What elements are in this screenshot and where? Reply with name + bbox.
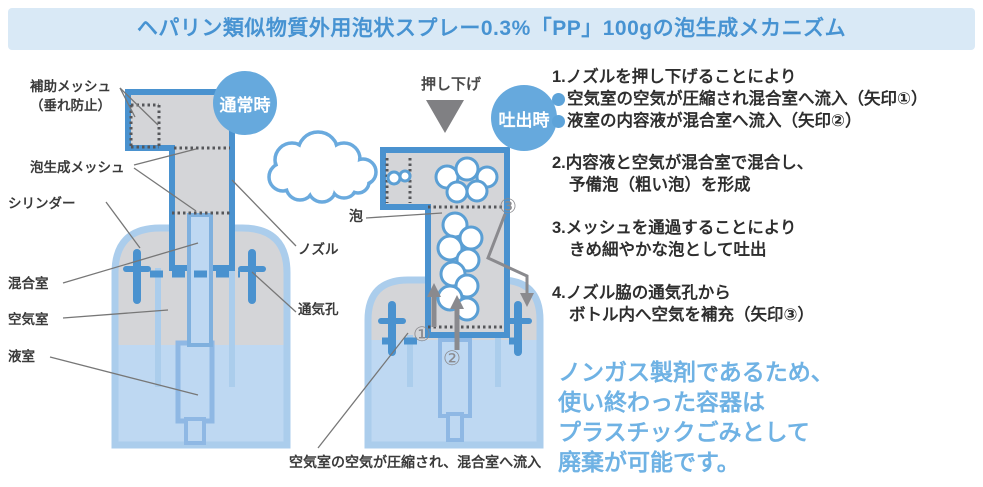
bullet-dot-icon [552, 92, 565, 106]
step-3-cont: きめ細やかな泡として吐出 [569, 241, 767, 259]
page-title: ヘパリン類似物質外用泡状スプレー0.3%「PP」100gの泡生成メカニズム [8, 8, 975, 50]
step-2-title: 2.内容液と空気が混合室で混合し、 [552, 154, 814, 172]
non-gas-note: ノンガス製剤であるため、 使い終わった容器は プラスチックごみとして 廃棄が可能… [558, 359, 834, 475]
step-1-bullet-2: 液室の内容液が混合室へ流入（矢印②） [552, 110, 977, 132]
bottom-caption: 空気室の空気が圧縮され、混合室へ流入 [289, 454, 542, 470]
circled-number-1: ① [413, 322, 431, 346]
foam-mesh [172, 146, 232, 215]
circled-number-3: ③ [499, 194, 517, 218]
foam-bubbles [386, 156, 499, 322]
label-liquid-chamber: 液室 [8, 349, 35, 364]
label-nozzle: ノズル [298, 242, 339, 257]
step-1: 1.ノズルを押し下げることにより 空気室の空気が圧縮され混合室へ流入（矢印①） … [552, 66, 977, 132]
step-4-title: 4.ノズル脇の通気孔から [552, 284, 731, 302]
badge-normal-state: 通常時 [213, 71, 277, 135]
label-mixing-chamber: 混合室 [8, 276, 49, 291]
step-2: 2.内容液と空気が混合室で混合し、 予備泡（粗い泡）を形成 [552, 152, 977, 196]
label-air-chamber: 空気室 [8, 312, 49, 327]
foam-cloud-icon [267, 130, 378, 204]
dip-tube [175, 340, 215, 424]
badge-dispensing-state: 吐出時 [491, 85, 557, 151]
bottle-normal-state [111, 224, 291, 449]
label-foam: 泡 [349, 208, 363, 224]
auxiliary-mesh [129, 103, 161, 149]
label-cylinder: シリンダー [8, 196, 76, 211]
step-3: 3.メッシュを通過することにより きめ細やかな泡として吐出 [552, 217, 977, 261]
bullet-dot-icon [552, 114, 565, 128]
circled-number-2: ② [443, 346, 461, 370]
step-2-cont: 予備泡（粗い泡）を形成 [569, 176, 751, 194]
label-auxiliary-mesh: 補助メッシュ （垂れ防止） [30, 79, 111, 113]
mechanism-diagram [49, 87, 544, 449]
label-foam-mesh: 泡生成メッシュ [30, 160, 125, 175]
press-down-triangle-icon [426, 100, 464, 133]
nozzle-dispensing-state [380, 147, 510, 338]
step-4-cont: ボトル内へ空気を補充（矢印③） [569, 306, 814, 324]
label-vent-hole: 通気孔 [298, 302, 339, 317]
flow-arrow-1 [427, 283, 441, 327]
step-1-title: 1.ノズルを押し下げることにより [552, 68, 797, 86]
step-4: 4.ノズル脇の通気孔から ボトル内へ空気を補充（矢印③） [552, 282, 977, 326]
step-1-bullet-1: 空気室の空気が圧縮され混合室へ流入（矢印①） [552, 88, 977, 110]
leader-lines [49, 87, 443, 449]
flow-arrow-2 [450, 295, 464, 350]
step-3-title: 3.メッシュを通過することにより [552, 219, 797, 237]
label-press-down: 押し下げ [421, 76, 482, 93]
air-refill-arrow-3 [486, 213, 534, 307]
